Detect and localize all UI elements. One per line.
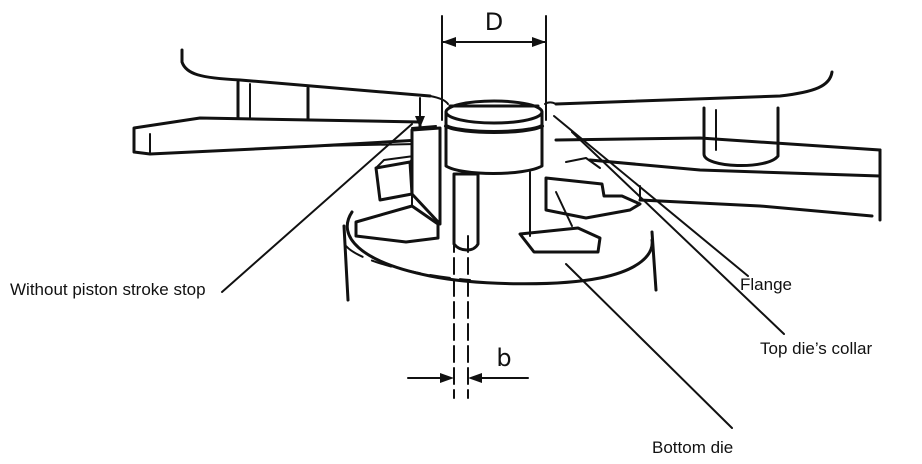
label-top-die-collar: Top die’s collar bbox=[760, 339, 872, 358]
left-guide-bar bbox=[132, 116, 422, 156]
bottom-die-disc bbox=[342, 210, 658, 302]
right-roller bbox=[702, 106, 780, 167]
dimension-b-label: b bbox=[496, 344, 511, 372]
piston-stem bbox=[452, 171, 531, 252]
label-without-piston-stroke-stop: Without piston stroke stop bbox=[10, 280, 206, 299]
dimension-d-label: D bbox=[485, 8, 503, 36]
right-guide-bar bbox=[554, 136, 882, 222]
stroke-stop-arrow bbox=[411, 97, 437, 129]
label-bottom-die: Bottom die bbox=[652, 438, 733, 457]
right-die-block bbox=[518, 157, 642, 254]
piston-top-die bbox=[444, 99, 544, 175]
label-flange: Flange bbox=[740, 275, 792, 294]
leader-lines bbox=[221, 115, 785, 429]
dimension-d bbox=[441, 15, 547, 121]
left-die-block bbox=[354, 126, 442, 244]
dimension-b bbox=[407, 235, 529, 399]
